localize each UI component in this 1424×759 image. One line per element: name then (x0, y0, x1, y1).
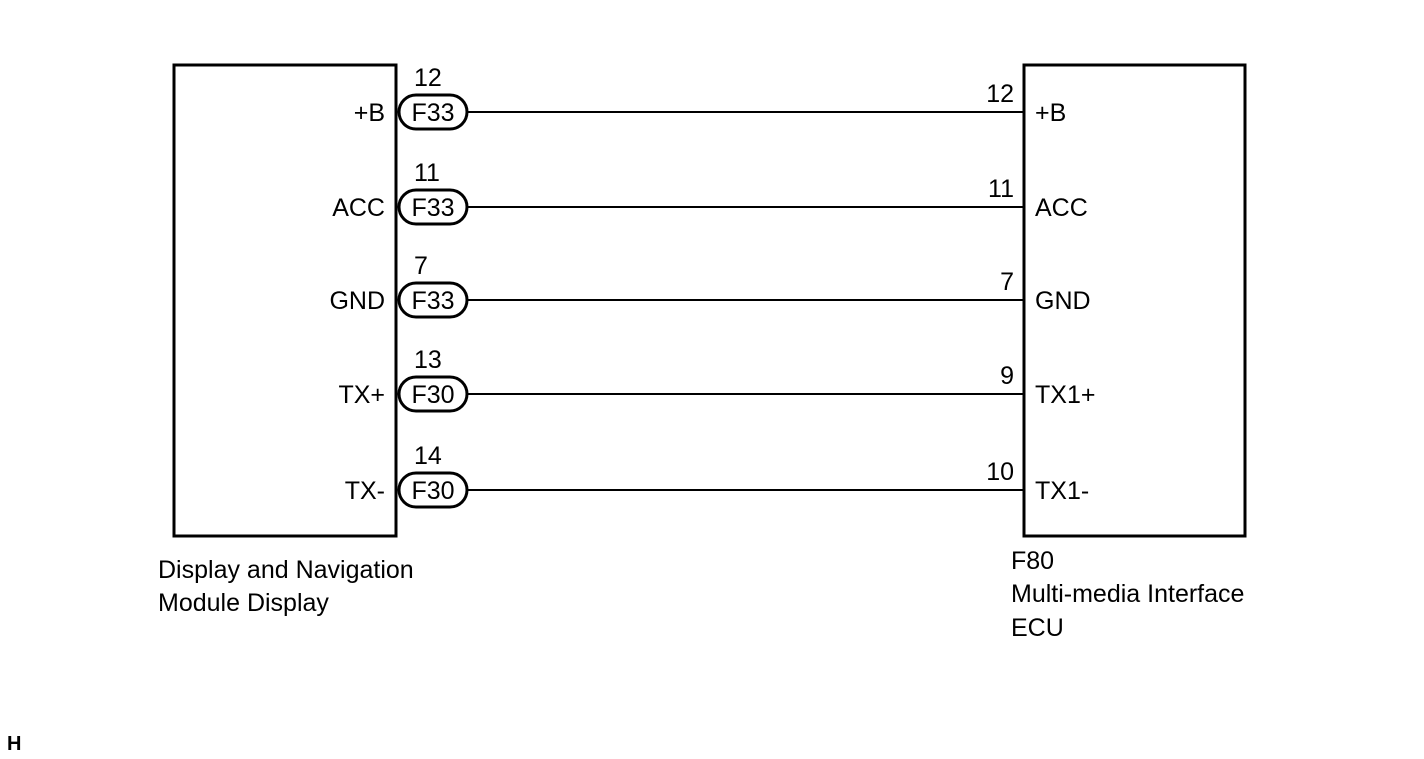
left-pin-number: 12 (414, 64, 442, 92)
left-pin-label: TX+ (338, 381, 385, 409)
left-module-caption-line1: Display and Navigation (158, 556, 414, 584)
right-pin-number: 10 (986, 458, 1014, 486)
left-module-caption-line2: Module Display (158, 589, 329, 617)
right-pin-number: 9 (1000, 362, 1014, 390)
connector-label: F33 (411, 287, 454, 315)
right-pin-number: 11 (988, 175, 1014, 203)
left-pin-label: +B (354, 99, 385, 127)
left-module-box (172, 63, 398, 538)
corner-mark: H (7, 733, 21, 755)
right-module-caption-line1: Multi-media Interface (1011, 580, 1244, 608)
left-pin-label: GND (329, 287, 385, 315)
right-module-connector-id: F80 (1011, 547, 1054, 575)
connector-label: F33 (411, 99, 454, 127)
right-pin-label: TX1- (1035, 477, 1089, 505)
wires-group: +B12F3312+BACC11F3311ACCGND7F337GNDTX+13… (329, 64, 1095, 509)
connector-label: F30 (411, 477, 454, 505)
right-pin-number: 12 (986, 80, 1014, 108)
left-pin-label: TX- (345, 477, 385, 505)
right-pin-number: 7 (1000, 268, 1014, 296)
right-module-caption-line2: ECU (1011, 614, 1064, 642)
right-pin-label: TX1+ (1035, 381, 1095, 409)
left-pin-number: 11 (414, 159, 440, 187)
left-pin-number: 13 (414, 346, 442, 374)
connector-label: F33 (411, 194, 454, 222)
right-pin-label: ACC (1035, 194, 1088, 222)
left-pin-number: 7 (414, 252, 428, 280)
left-pin-label: ACC (332, 194, 385, 222)
connector-label: F30 (411, 381, 454, 409)
left-pin-number: 14 (414, 442, 442, 470)
right-pin-label: GND (1035, 287, 1091, 315)
right-pin-label: +B (1035, 99, 1066, 127)
